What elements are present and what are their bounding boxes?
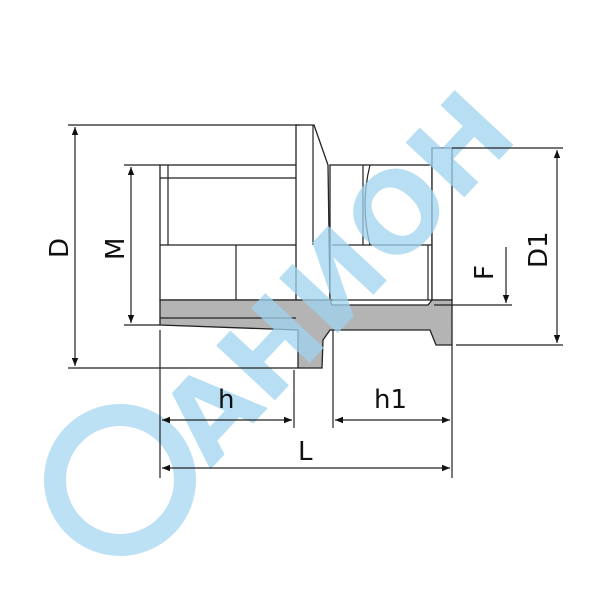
dimension-L: L — [162, 437, 450, 472]
dimension-F: F — [434, 247, 512, 306]
label-D: D — [45, 238, 75, 258]
dimension-D1: D1 — [452, 147, 563, 346]
fitting-body — [159, 124, 453, 369]
label-h1: h1 — [374, 385, 407, 415]
label-D1: D1 — [524, 231, 554, 268]
label-h: h — [218, 385, 234, 415]
label-L: L — [298, 437, 313, 467]
label-F: F — [470, 265, 500, 280]
dimension-h: h — [159, 330, 295, 478]
dimension-D: D — [45, 124, 300, 369]
dimension-h1: h1 — [332, 330, 453, 478]
label-M: M — [101, 238, 131, 260]
watermark-globe-icon — [44, 404, 196, 556]
dimension-M: M — [101, 164, 160, 326]
